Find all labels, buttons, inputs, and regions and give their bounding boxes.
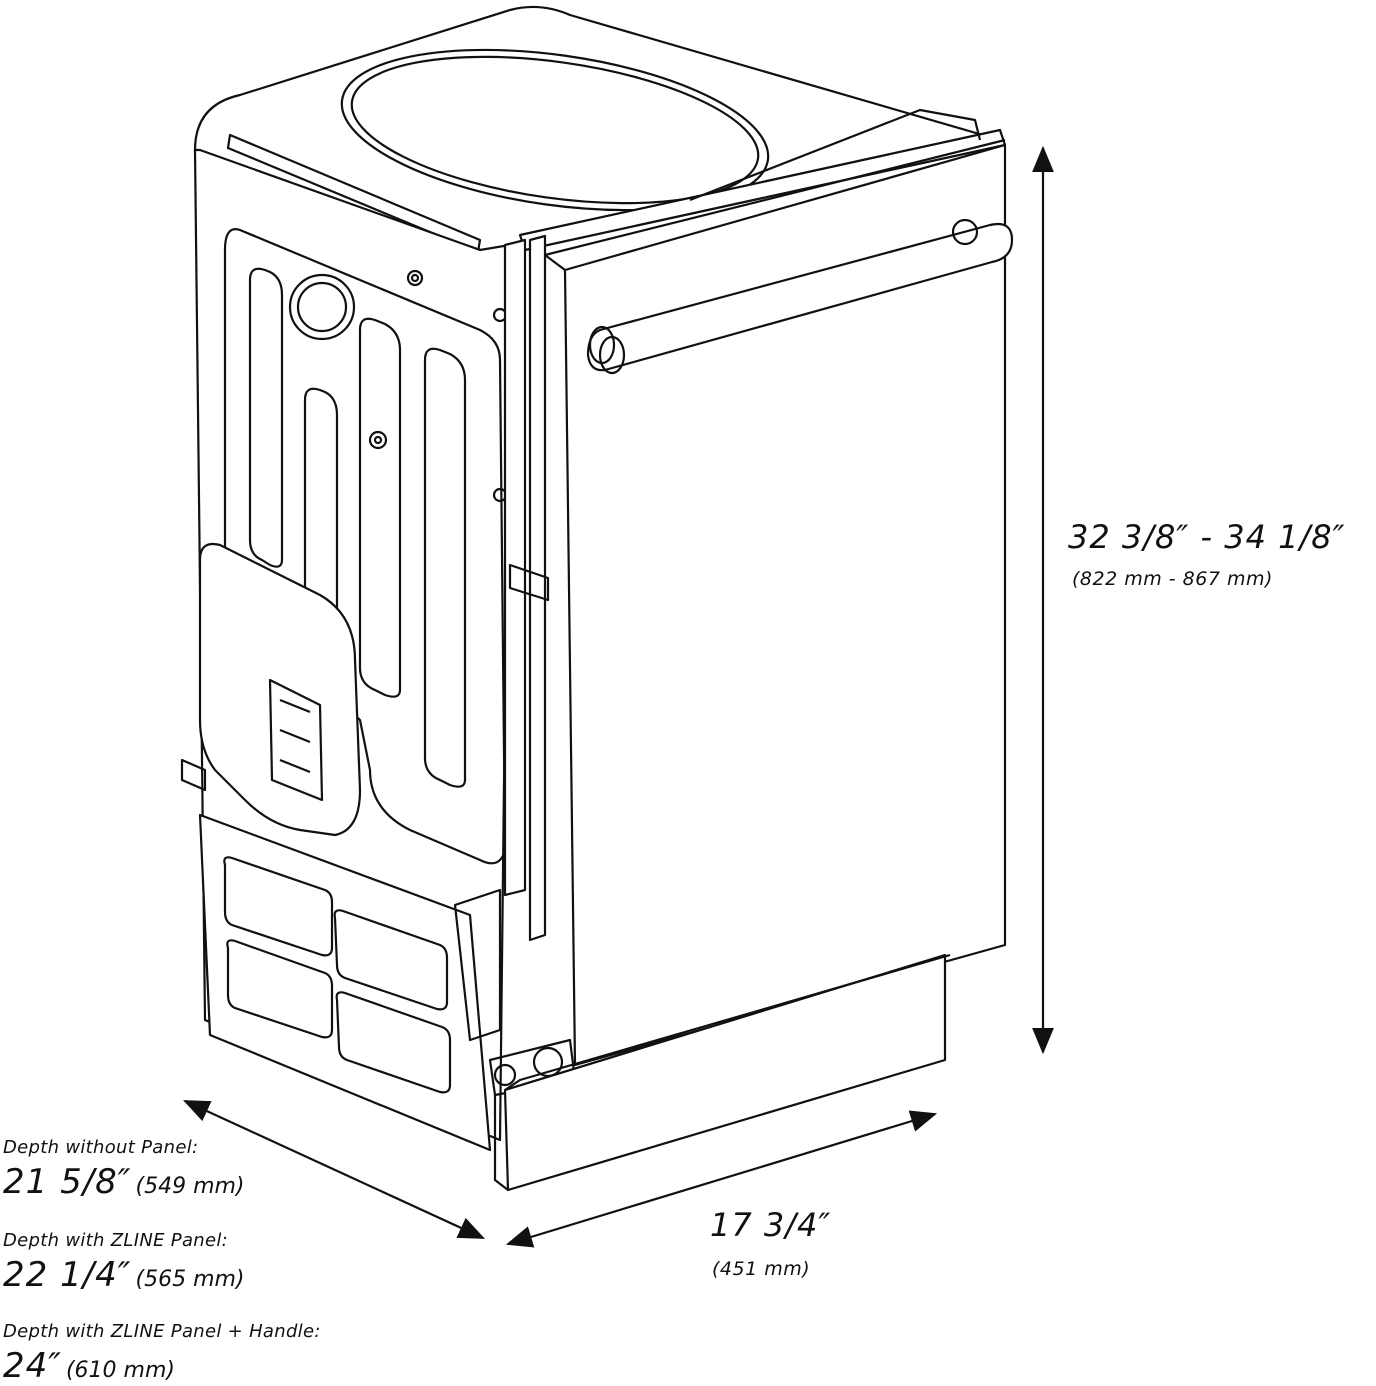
dishwasher-body: [180, 5, 1014, 1192]
dimension-arrows: [183, 145, 1054, 1248]
width-metric: (451 mm): [712, 1258, 811, 1280]
depth-metric-0: (549 mm): [135, 1174, 245, 1199]
depth-row-0: 21 5/8″(549 mm): [3, 1162, 245, 1202]
depth-row-1: 22 1/4″(565 mm): [3, 1255, 245, 1295]
width-arrow: [505, 1110, 938, 1248]
depth-row-2: 24″(610 mm): [3, 1346, 175, 1386]
depth-value-2: 24″: [3, 1346, 62, 1386]
depth-metric-1: (565 mm): [135, 1267, 245, 1292]
depth-value-1: 22 1/4″: [3, 1255, 132, 1295]
depth-caption-0: Depth without Panel:: [3, 1137, 199, 1158]
depth-caption-2: Depth with ZLINE Panel + Handle:: [3, 1321, 321, 1342]
depth-caption-1: Depth with ZLINE Panel:: [3, 1230, 229, 1251]
depth-value-0: 21 5/8″: [3, 1162, 132, 1202]
height-metric: (822 mm - 867 mm): [1072, 568, 1273, 590]
height-value: 32 3/8″ - 34 1/8″: [1068, 518, 1346, 556]
width-value: 17 3/4″: [710, 1206, 832, 1244]
depth-arrow: [183, 1100, 485, 1239]
depth-metric-2: (610 mm): [65, 1358, 175, 1383]
